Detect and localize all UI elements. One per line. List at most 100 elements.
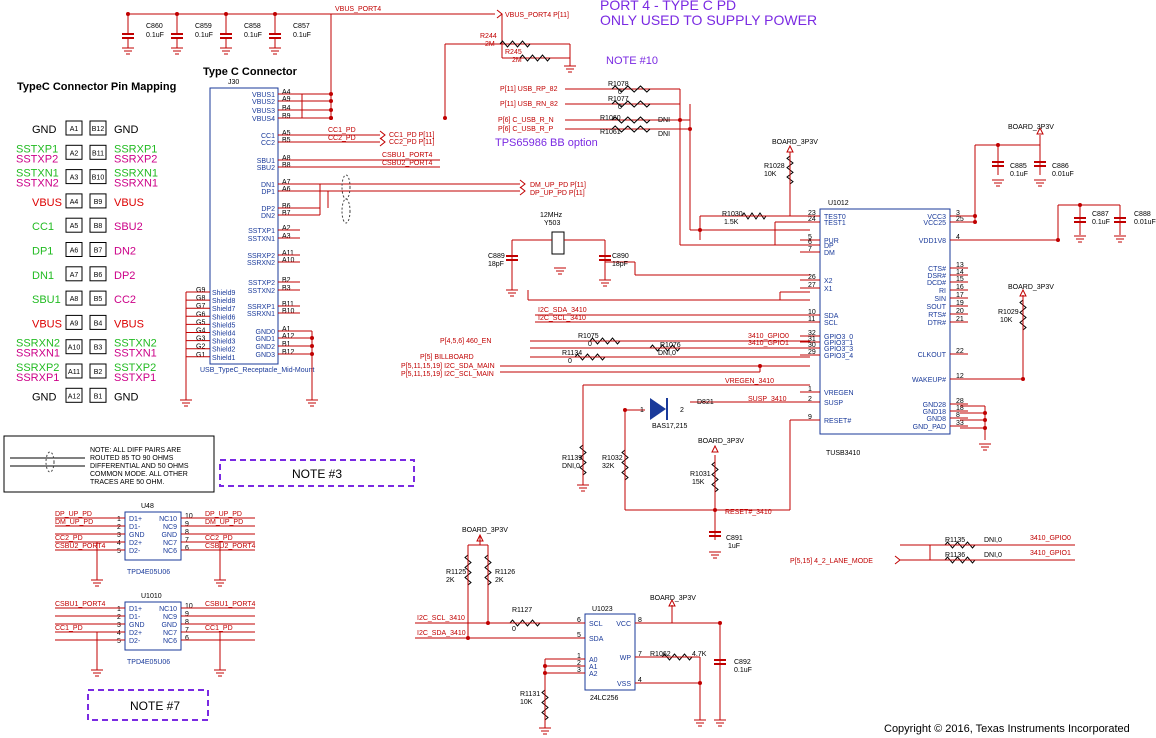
pin-number-b: B3 bbox=[94, 345, 103, 352]
connector-pin-number: B12 bbox=[282, 349, 295, 356]
svg-text:C888: C888 bbox=[1134, 211, 1151, 218]
tusb-pin-number: 20 bbox=[956, 308, 964, 315]
svg-text:R1126: R1126 bbox=[495, 569, 515, 576]
svg-text:3410_GPIO0: 3410_GPIO0 bbox=[1030, 535, 1071, 542]
junction-dot bbox=[688, 127, 692, 131]
tusb-wires: BOARD_3P3V R1028 10K R1030 1.5K 12MHz Y5… bbox=[401, 124, 1156, 550]
connector-pin-label: SSTXN1 bbox=[248, 236, 275, 243]
pin-number-a: A8 bbox=[70, 296, 79, 303]
svg-text:R1031: R1031 bbox=[690, 471, 711, 478]
cap-value: 0.1uF bbox=[195, 32, 213, 39]
tusb3410-pins: 23TEST024TEST15PUR6DP7DM26X227X110SDA11S… bbox=[310, 40, 1126, 564]
eeprom-pin-label: A1 bbox=[589, 664, 598, 671]
pin-right-label: DP2 bbox=[114, 270, 135, 282]
tusb-pin-number: 24 bbox=[808, 216, 816, 223]
connector-pin-number: B2 bbox=[282, 277, 291, 284]
tusb-pin-number: 5 bbox=[808, 234, 812, 241]
connector-pin-number: A2 bbox=[282, 225, 291, 232]
tpd-pin-number: 5 bbox=[117, 638, 121, 645]
pin-right-label: SBU2 bbox=[114, 221, 143, 233]
shield-label: Shield1 bbox=[212, 355, 235, 362]
svg-text:2: 2 bbox=[680, 407, 684, 414]
tpd-pin-label: NC6 bbox=[163, 638, 177, 645]
connector-pin-label: SSRXP1 bbox=[247, 304, 275, 311]
connector-pin-label: DN1 bbox=[261, 182, 275, 189]
tpd-pin-number: 6 bbox=[185, 545, 189, 552]
pin-number-b: B11 bbox=[92, 150, 104, 157]
svg-text:CC1_PD: CC1_PD bbox=[328, 127, 356, 134]
pin-number-b: B2 bbox=[94, 369, 103, 376]
pin-number-b: B4 bbox=[94, 320, 103, 327]
shield-pin: G2 bbox=[196, 344, 205, 351]
connector-ref: J30 bbox=[228, 79, 239, 86]
connector-pin-label: GND0 bbox=[256, 329, 276, 336]
tusb-pin-number: 17 bbox=[956, 292, 964, 299]
svg-text:2M: 2M bbox=[512, 57, 522, 64]
tusb-pin-number: 2 bbox=[808, 396, 812, 403]
tpd-pin-label: D2- bbox=[129, 548, 141, 555]
tpd-pin-number: 5 bbox=[117, 548, 121, 555]
pin-box-a bbox=[65, 339, 83, 355]
tusb-pin-number: 13 bbox=[956, 262, 964, 269]
tpd-net-label: DM_UP_PD bbox=[55, 519, 93, 526]
pin-number-b: B10 bbox=[92, 175, 105, 182]
pin-number-b: B12 bbox=[92, 126, 105, 133]
cap-value: 0.1uF bbox=[146, 32, 164, 39]
connector-pin-number: A11 bbox=[282, 250, 294, 257]
connector-pin-label: GND3 bbox=[256, 352, 276, 359]
svg-text:I2C_SCL_3410: I2C_SCL_3410 bbox=[538, 315, 586, 322]
pin-box-b bbox=[89, 120, 107, 136]
tusb-pin-number: 26 bbox=[808, 274, 816, 281]
svg-text:TRACES ARE 50 OHM.: TRACES ARE 50 OHM. bbox=[90, 479, 164, 486]
tusb-pin-number: 16 bbox=[956, 284, 964, 291]
svg-text:0: 0 bbox=[618, 104, 622, 111]
junction-dot bbox=[175, 12, 179, 16]
junction-dot bbox=[678, 118, 682, 122]
junction-dot bbox=[329, 116, 333, 120]
resistor-symbol bbox=[499, 40, 531, 48]
eeprom-pin-number: 6 bbox=[577, 617, 581, 624]
pin-right-label: SSRXP1 bbox=[114, 143, 157, 155]
tusb-pin-label: SOUT bbox=[927, 304, 947, 311]
pin-box-b bbox=[89, 339, 107, 355]
svg-text:DNI,0: DNI,0 bbox=[658, 350, 676, 357]
note-7-box bbox=[87, 689, 209, 721]
pin-number-a: A2 bbox=[70, 150, 79, 157]
pin-box-b bbox=[89, 217, 107, 233]
svg-text:3410_GPIO0: 3410_GPIO0 bbox=[748, 333, 789, 340]
tusb-pin-label: GND8 bbox=[927, 416, 947, 423]
connector-pin-label: CC2 bbox=[261, 140, 275, 147]
svg-text:0.01uF: 0.01uF bbox=[1052, 171, 1074, 178]
pin-number-b: B9 bbox=[94, 199, 103, 206]
junction-dot bbox=[224, 12, 228, 16]
pin-left-label: SSRXN2 bbox=[16, 338, 60, 350]
svg-text:DNI,0: DNI,0 bbox=[984, 537, 1002, 544]
bb-option-note: TPS65986 BB option bbox=[495, 137, 598, 149]
svg-text:ROUTED 85 TO 90 OHMS: ROUTED 85 TO 90 OHMS bbox=[90, 455, 174, 462]
tusb-pin-label: SCL bbox=[824, 320, 838, 327]
connector-pin-label: VBUS3 bbox=[252, 108, 275, 115]
tusb-pin-label: DCD# bbox=[927, 280, 946, 287]
svg-text:I2C_SDA_3410: I2C_SDA_3410 bbox=[417, 630, 466, 637]
pin-box-a bbox=[65, 266, 83, 282]
connector-body bbox=[209, 87, 279, 365]
svg-text:R1032: R1032 bbox=[602, 455, 623, 462]
tusb-pin-label: GND18 bbox=[923, 409, 946, 416]
connector-pin-label: DP1 bbox=[261, 189, 275, 196]
pin-right-label: SSTXN2 bbox=[114, 338, 157, 350]
shield-pin: G1 bbox=[196, 352, 205, 359]
svg-text:R1030: R1030 bbox=[722, 211, 743, 218]
connector-pin-label: DN2 bbox=[261, 213, 275, 220]
svg-text:C890: C890 bbox=[612, 253, 629, 260]
pin-left-label-2: SSTXP2 bbox=[16, 153, 58, 165]
shield-pin: G4 bbox=[196, 328, 205, 335]
tusb-pin-number: 4 bbox=[956, 234, 960, 241]
svg-text:SUSP_3410: SUSP_3410 bbox=[748, 396, 787, 403]
power-arrow bbox=[1036, 126, 1044, 135]
svg-text:R1028: R1028 bbox=[764, 163, 785, 170]
lane-mode: P[5,15] 4_2_LANE_MODE R1135 DNI,0 R1136 … bbox=[790, 535, 1075, 565]
pin-number-a: A1 bbox=[70, 126, 79, 133]
tpd-net-label: DM_UP_PD bbox=[205, 519, 243, 526]
tpd-part: TPD4E05U06 bbox=[127, 569, 170, 576]
